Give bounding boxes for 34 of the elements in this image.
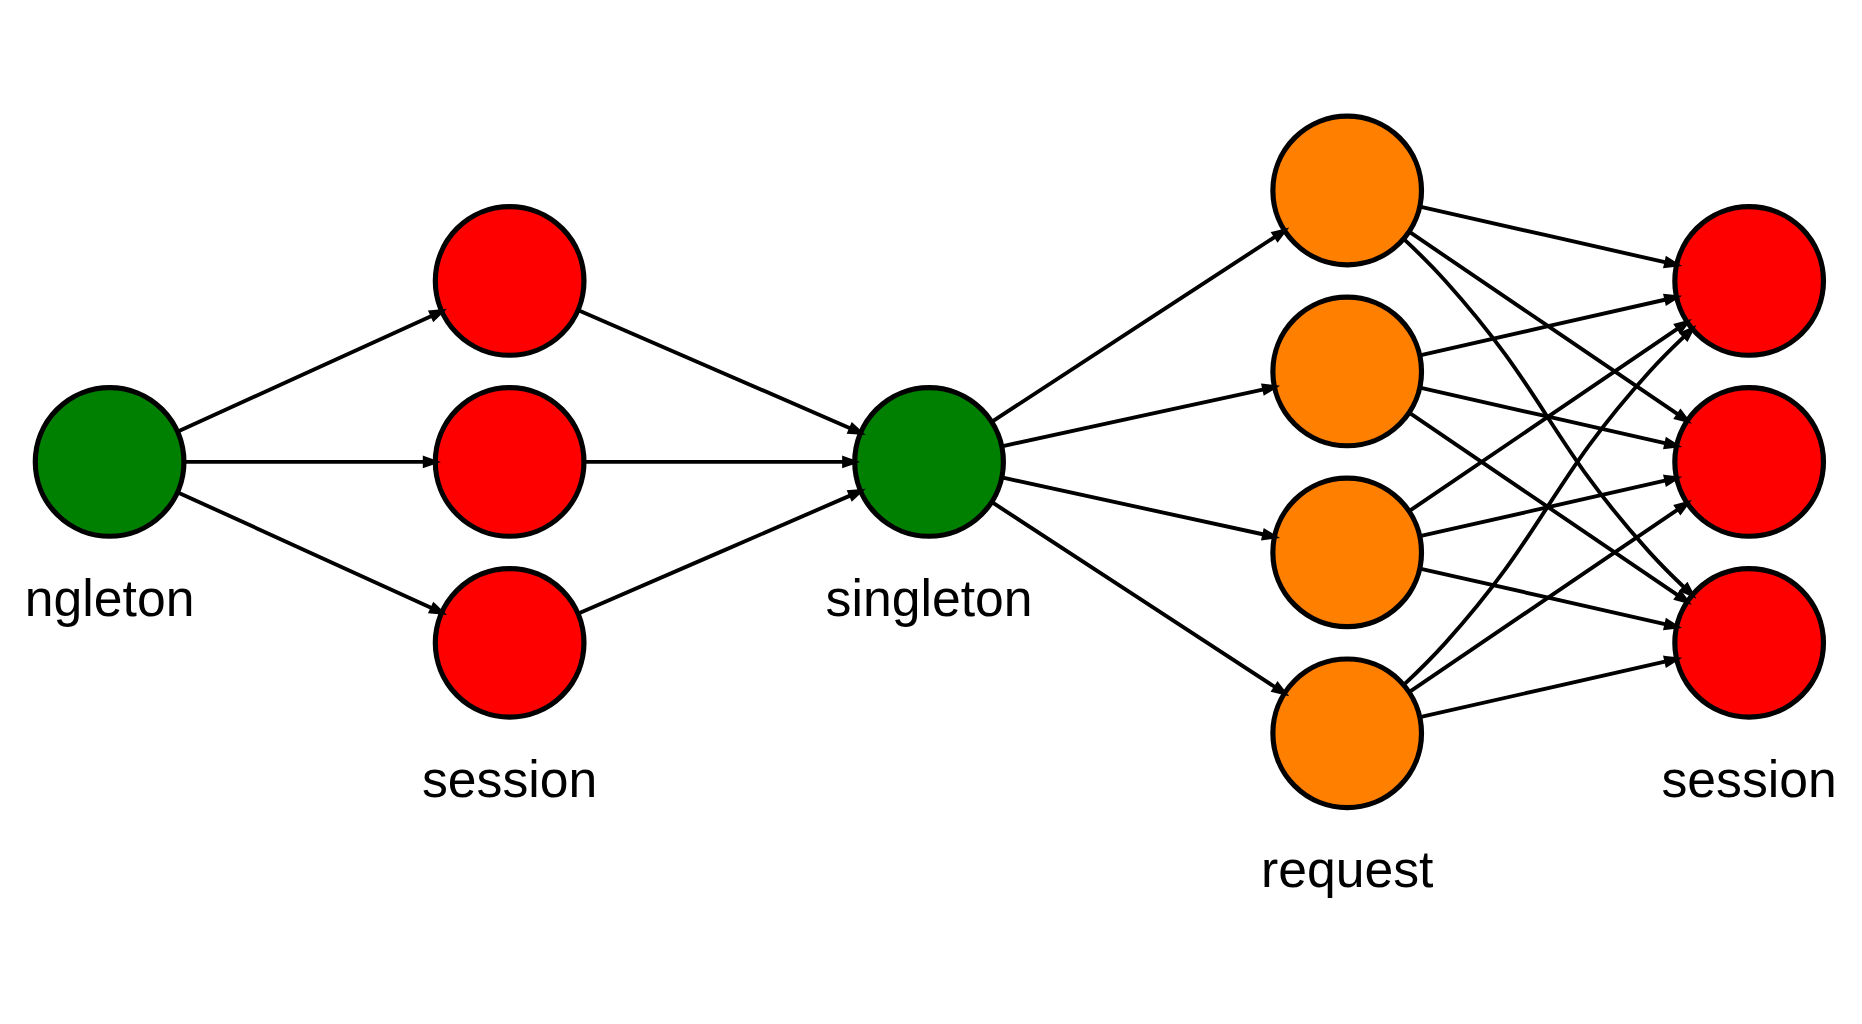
node-circle [1270, 475, 1425, 630]
arrow [1001, 383, 1281, 449]
arrow [1402, 237, 1697, 599]
arrow [990, 227, 1290, 424]
arrow [1419, 655, 1683, 720]
arrow [1419, 385, 1683, 450]
arrow [177, 490, 448, 615]
arrow [990, 500, 1290, 697]
node-circle [32, 385, 187, 539]
label: session [422, 749, 598, 808]
node-circle [432, 385, 587, 539]
arrow [1419, 204, 1683, 269]
arrow [1419, 293, 1683, 358]
arrow [1408, 500, 1692, 694]
label: request [1260, 840, 1434, 899]
arrow [1408, 230, 1692, 424]
label: ngleton [24, 568, 195, 627]
arrow [577, 308, 866, 435]
node-circle [432, 565, 587, 720]
label: singleton [825, 568, 1033, 627]
arrow [1419, 566, 1683, 631]
node-circle [432, 204, 587, 358]
arrow [1408, 319, 1692, 513]
arrow [1402, 325, 1697, 687]
arrow [1001, 475, 1281, 541]
arrow [577, 488, 866, 616]
node-circle [852, 385, 1006, 539]
arrow [584, 455, 861, 469]
arrow [177, 308, 448, 434]
arrow [184, 455, 441, 469]
node-circle [1270, 294, 1425, 449]
arrow [1419, 474, 1683, 539]
label: session [1661, 749, 1837, 808]
arrow [1408, 411, 1692, 605]
